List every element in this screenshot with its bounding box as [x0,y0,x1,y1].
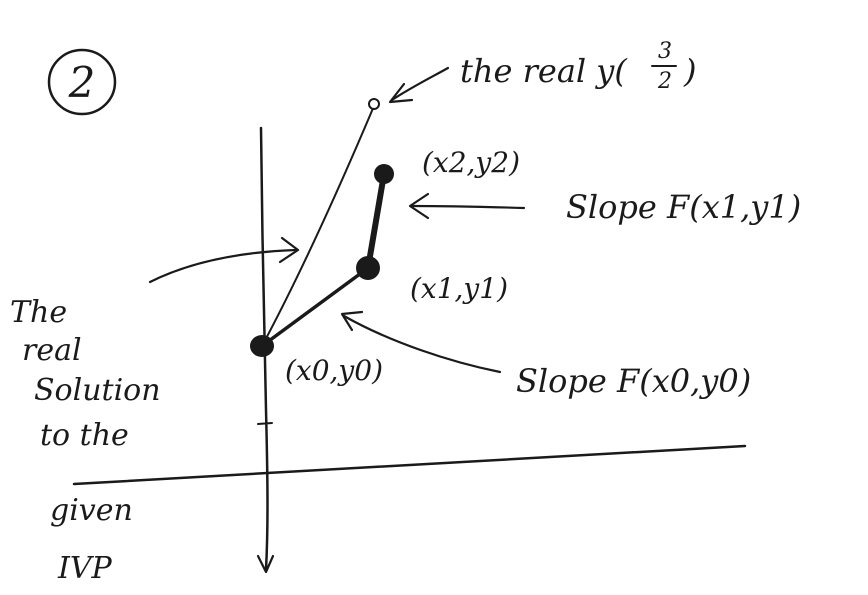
y-axis [259,126,269,572]
label-x2-y2: (x2,y2) [422,146,520,179]
label-x0-y0: (x0,y0) [285,354,383,387]
euler-segment-0 [260,266,370,348]
real-y-text: the real y( [460,52,628,90]
real-solution-line-1: The [10,295,67,330]
slope-x0-y0-label: Slope F(x0,y0) [516,362,751,400]
real-y-fraction-numerator: 3 [658,39,672,64]
point-x1-y1 [356,256,380,280]
y-axis-tick [257,422,273,425]
slope-x1-y1-arrow [410,204,526,210]
real-solution-curve [261,105,375,347]
real-y-close-paren: ) [683,52,696,90]
real-solution-line-2: real [22,333,82,368]
figure-number-circle [47,48,117,116]
real-solution-label: The real Solution to the given IVP [10,295,161,586]
slope-x1-y1-label: Slope F(x1,y1) [566,188,801,226]
real-solution-line-6: IVP [57,551,113,586]
y-axis-arrowhead [256,554,275,574]
point-x0-y0 [250,335,274,357]
x-axis [72,444,747,486]
real-solution-arrow [148,248,298,284]
real-solution-line-4: to the [40,418,129,453]
real-y-point [368,98,380,110]
point-x2-y2 [374,164,394,184]
label-x1-y1: (x1,y1) [410,272,508,305]
slope-x0-y0-arrowhead [340,310,364,332]
slope-x1-y1-arrowhead [408,192,430,220]
euler-segment-1 [365,171,387,271]
real-solution-arrowhead [278,236,300,264]
real-y-label: the real y( 3 2 ) [460,39,696,94]
real-y-arrow [390,66,450,102]
slope-x0-y0-arrow [342,314,502,374]
real-solution-line-3: Solution [34,373,161,408]
real-y-arrowhead [388,82,414,104]
real-y-fraction-denominator: 2 [657,69,672,94]
figure-number-text: 2 [68,58,96,107]
real-solution-line-5: given [50,493,133,528]
figure-number: 2 [47,48,117,116]
